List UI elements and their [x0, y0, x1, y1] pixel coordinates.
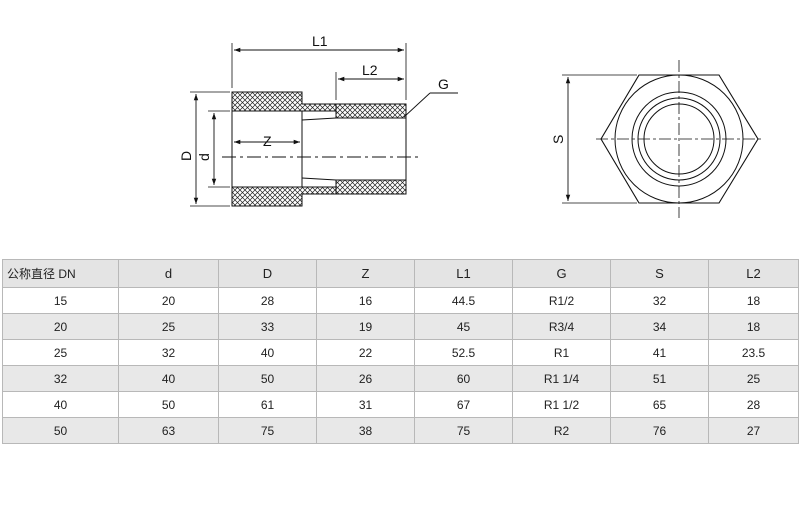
table-cell: 45	[414, 313, 513, 340]
table-cell: 20	[2, 313, 119, 340]
table-row: 15 20 28 16 44.5 R1/2 32 18	[2, 287, 799, 314]
table-cell: 15	[2, 287, 119, 314]
table-cell: 52.5	[414, 339, 513, 366]
table-cell: 51	[610, 365, 709, 392]
table-cell: 23.5	[708, 339, 799, 366]
dim-L2-label: L2	[362, 62, 378, 78]
table-cell: 28	[218, 287, 317, 314]
table-cell: 16	[316, 287, 415, 314]
table-cell: 40	[2, 391, 119, 418]
header-D: D	[218, 259, 317, 288]
table-row: 40 50 61 31 67 R1 1/2 65 28	[2, 391, 799, 418]
table-cell: 60	[414, 365, 513, 392]
header-G: G	[512, 259, 611, 288]
table-header-row: 公称直径 DN d D Z L1 G S L2	[2, 259, 799, 288]
table-cell: 50	[118, 391, 219, 418]
table-cell: R3/4	[512, 313, 611, 340]
dim-G-label: G	[438, 76, 449, 92]
table-cell: 32	[610, 287, 709, 314]
table-cell: 75	[414, 417, 513, 444]
table-cell: 38	[316, 417, 415, 444]
table-cell: 40	[218, 339, 317, 366]
dim-S-label: S	[550, 135, 566, 144]
header-d: d	[118, 259, 219, 288]
spec-table: 公称直径 DN d D Z L1 G S L2 15 20 28 16 44.5…	[2, 259, 799, 444]
header-dn: 公称直径 DN	[2, 259, 119, 288]
dim-D-label: D	[178, 151, 194, 161]
table-cell: 67	[414, 391, 513, 418]
table-cell: 22	[316, 339, 415, 366]
technical-drawing: L1 L2 G D d Z S	[178, 33, 764, 218]
table-cell: 65	[610, 391, 709, 418]
dim-d-label: d	[196, 153, 212, 161]
table-row: 25 32 40 22 52.5 R1 41 23.5	[2, 339, 799, 366]
table-cell: 76	[610, 417, 709, 444]
table-cell: 63	[118, 417, 219, 444]
table-cell: 18	[708, 287, 799, 314]
fitting-section-view: L1 L2 G D d Z	[178, 33, 458, 207]
table-cell: 27	[708, 417, 799, 444]
table-cell: R2	[512, 417, 611, 444]
table-cell: R1/2	[512, 287, 611, 314]
table-cell: 41	[610, 339, 709, 366]
table-row: 50 63 75 38 75 R2 76 27	[2, 417, 799, 444]
table-cell: 25	[118, 313, 219, 340]
header-L2: L2	[708, 259, 799, 288]
table-cell: R1 1/4	[512, 365, 611, 392]
table-cell: 40	[118, 365, 219, 392]
table-cell: 44.5	[414, 287, 513, 314]
table-cell: 19	[316, 313, 415, 340]
table-cell: 25	[2, 339, 119, 366]
table-cell: 34	[610, 313, 709, 340]
table-cell: R1	[512, 339, 611, 366]
table-row: 20 25 33 19 45 R3/4 34 18	[2, 313, 799, 340]
table-row: 32 40 50 26 60 R1 1/4 51 25	[2, 365, 799, 392]
table-cell: R1 1/2	[512, 391, 611, 418]
dim-L1-label: L1	[312, 33, 328, 49]
table-cell: 26	[316, 365, 415, 392]
table-cell: 50	[2, 417, 119, 444]
table-cell: 18	[708, 313, 799, 340]
table-cell: 50	[218, 365, 317, 392]
header-Z: Z	[316, 259, 415, 288]
fitting-end-view: S	[550, 60, 764, 218]
table-cell: 33	[218, 313, 317, 340]
table-cell: 61	[218, 391, 317, 418]
dim-Z-label: Z	[263, 133, 272, 149]
header-L1: L1	[414, 259, 513, 288]
table-cell: 20	[118, 287, 219, 314]
header-S: S	[610, 259, 709, 288]
table-cell: 75	[218, 417, 317, 444]
table-cell: 32	[118, 339, 219, 366]
table-cell: 32	[2, 365, 119, 392]
table-cell: 28	[708, 391, 799, 418]
table-cell: 31	[316, 391, 415, 418]
table-cell: 25	[708, 365, 799, 392]
